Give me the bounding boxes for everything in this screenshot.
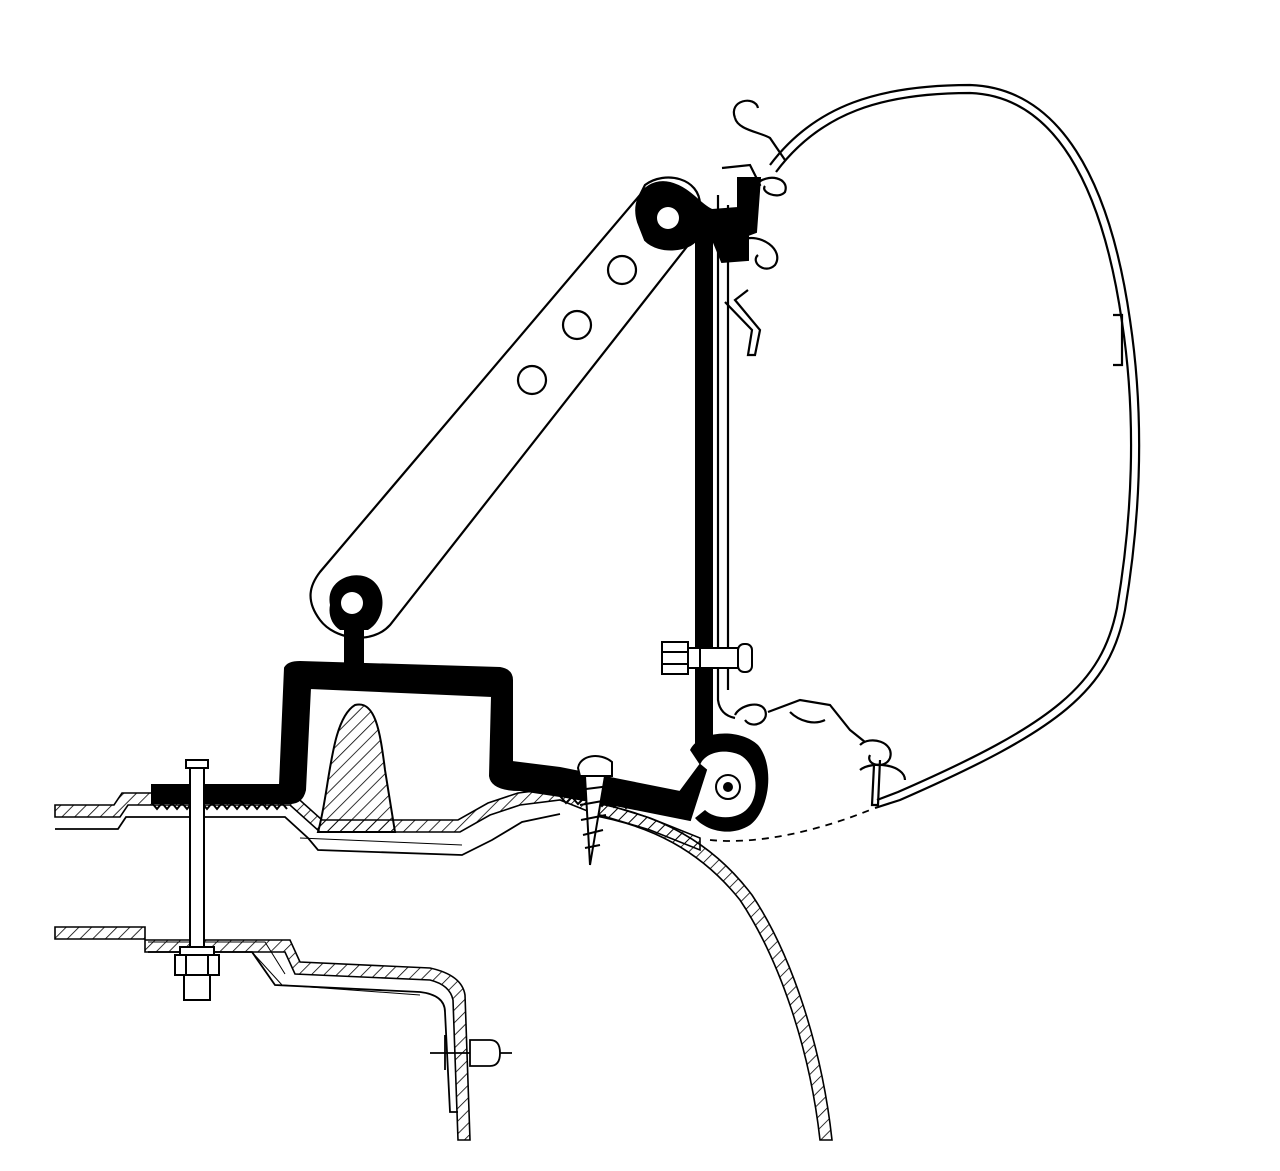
adjustment-hole	[561, 309, 593, 341]
vehicle-lower-frame	[54, 926, 471, 1141]
awning-rail-profile	[716, 99, 907, 807]
adjustment-holes	[516, 254, 638, 396]
adjustment-hole	[516, 364, 548, 396]
base-clamp-bracket	[151, 627, 708, 822]
vertical-mounting-bracket	[635, 177, 762, 746]
diagonal-support-arm	[309, 176, 702, 639]
rail-dashed-outline	[709, 809, 871, 842]
frame-rivet	[430, 1035, 512, 1070]
vehicle-body-panel	[588, 802, 833, 1141]
vehicle-roof-gutter	[54, 787, 701, 856]
roof-wedge-block	[316, 703, 397, 833]
awning-cassette-housing	[769, 83, 1141, 810]
adjustment-hole	[606, 254, 638, 286]
through-bolt	[174, 759, 220, 1001]
bolt-and-nut	[661, 641, 753, 675]
self-tapping-screw	[576, 755, 613, 866]
bracket-bottom-hinge	[690, 733, 769, 832]
pivot-hole-top	[657, 207, 679, 229]
arm-lower-pivot	[329, 575, 383, 630]
